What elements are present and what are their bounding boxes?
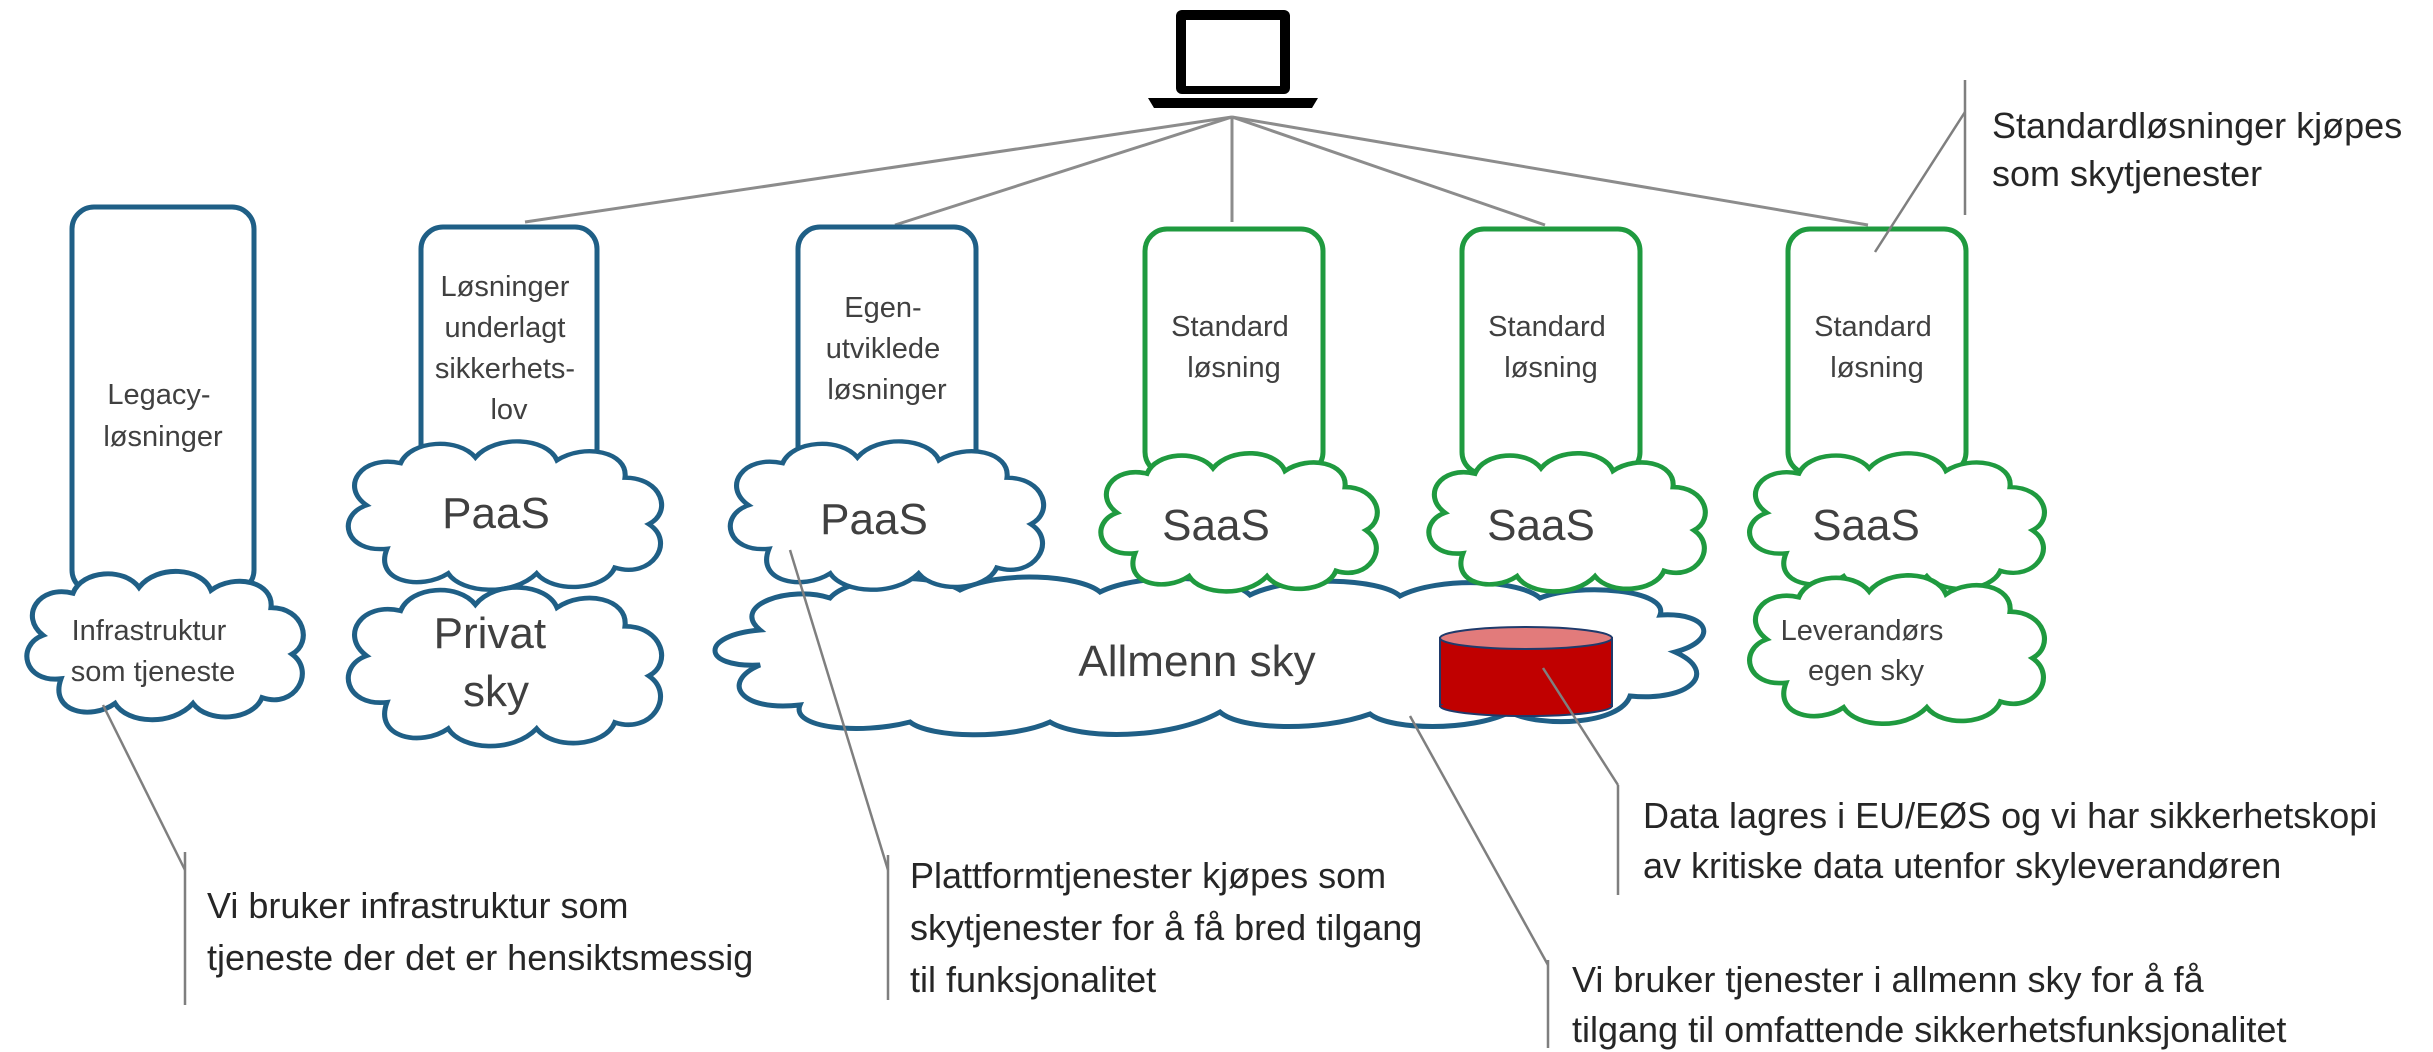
box-standard-3-text: Standard løsning bbox=[1814, 311, 1940, 384]
annotation-standardlosninger: Standardløsninger kjøpes som skytjeneste… bbox=[1992, 105, 2412, 194]
cloud-saas-3-label: SaaS bbox=[1812, 501, 1920, 550]
database-cylinder-icon bbox=[1439, 626, 1613, 717]
box-standard-2-text: Standard løsning bbox=[1488, 311, 1614, 384]
cloud-saas-1-label: SaaS bbox=[1162, 501, 1270, 550]
box-sikkerhetslov-text: Løsninger underlagt sikkerhets- lov bbox=[435, 271, 583, 426]
annotation-infrastruktur: Vi bruker infrastruktur som tjeneste der… bbox=[207, 885, 753, 978]
cloud-leverandors-egen-sky-label: Leverandørs egen sky bbox=[1781, 615, 1952, 687]
cloud-saas-2-label: SaaS bbox=[1487, 501, 1595, 550]
laptop-icon bbox=[1148, 10, 1318, 108]
box-standard-1: Standard løsning bbox=[1142, 226, 1326, 477]
box-legacy-text: Legacy- løsninger bbox=[103, 379, 223, 453]
connector-lines bbox=[524, 115, 1869, 227]
cloud-allmenn-sky-label: Allmenn sky bbox=[1078, 637, 1315, 686]
cloud-privat-sky-label: Privat sky bbox=[434, 609, 559, 716]
box-egenutviklede: Egen- utviklede løsninger bbox=[795, 224, 979, 475]
annotation-allmenn-sky: Vi bruker tjenester i allmenn sky for å … bbox=[1572, 959, 2286, 1050]
box-standard-1-text: Standard løsning bbox=[1171, 311, 1297, 384]
cloud-infrastruktur-label: Infrastruktur som tjeneste bbox=[71, 615, 235, 688]
box-egenutviklede-text: Egen- utviklede løsninger bbox=[826, 292, 949, 406]
box-sikkerhetslov: Løsninger underlagt sikkerhets- lov bbox=[418, 224, 600, 475]
box-standard-2: Standard løsning bbox=[1459, 226, 1643, 477]
box-standard-3: Standard løsning bbox=[1785, 226, 1969, 477]
cloud-leverandors-egen-sky bbox=[1750, 575, 2045, 723]
cloud-paas-1-label: PaaS bbox=[442, 489, 550, 538]
cloud-paas-2-label: PaaS bbox=[820, 495, 928, 544]
annotation-plattformtjenester: Plattformtjenester kjøpes som skytjenest… bbox=[910, 855, 1432, 1000]
box-legacy: Legacy- løsninger bbox=[69, 204, 257, 595]
annotation-leaders bbox=[101, 80, 1967, 1048]
annotation-data-lagres: Data lagres i EU/EØS og vi har sikkerhet… bbox=[1643, 795, 2387, 886]
